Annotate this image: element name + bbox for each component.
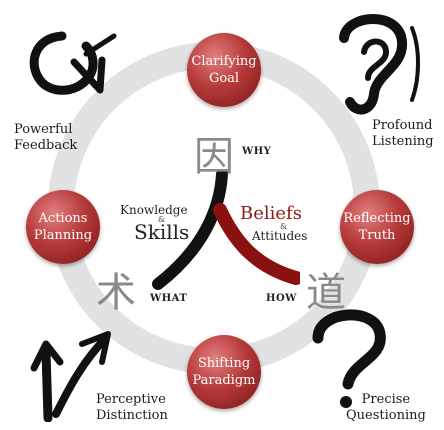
brush-circle-arrow-icon [29,31,117,95]
node-actions-planning: Actions Planning [26,190,100,264]
how-label: HOW [266,293,297,304]
why-glyph: 因 [194,134,234,180]
label-profound-listening: Profound Listening [372,118,434,149]
why-label: WHY [242,146,272,157]
brush-question-mark-icon [312,309,386,408]
label-precise-questioning: Precise Questioning [346,392,426,423]
brush-ear-icon [339,14,420,115]
knowledge-amp: & [158,215,166,224]
node-clarifying-goal: Clarifying Goal [187,33,261,107]
beliefs-amp: & [280,222,288,231]
label-perceptive-distinction: Perceptive Distinction [96,392,168,423]
what-glyph: 术 [96,270,136,316]
node-reflecting-truth: Reflecting Truth [340,190,414,264]
beliefs-text: Beliefs [240,203,302,224]
knowledge-text: Knowledge [120,203,188,217]
skills-text: Skills [134,220,190,244]
what-label: WHAT [150,293,188,304]
how-glyph: 道 [306,270,346,316]
brush-arrows-icon [30,331,111,422]
brush-person-character-icon [152,170,300,290]
attitudes-text: Attitudes [252,229,308,243]
label-powerful-feedback: Powerful Feedback [14,122,78,153]
node-shifting-paradigm: Shifting Paradigm [187,335,261,409]
